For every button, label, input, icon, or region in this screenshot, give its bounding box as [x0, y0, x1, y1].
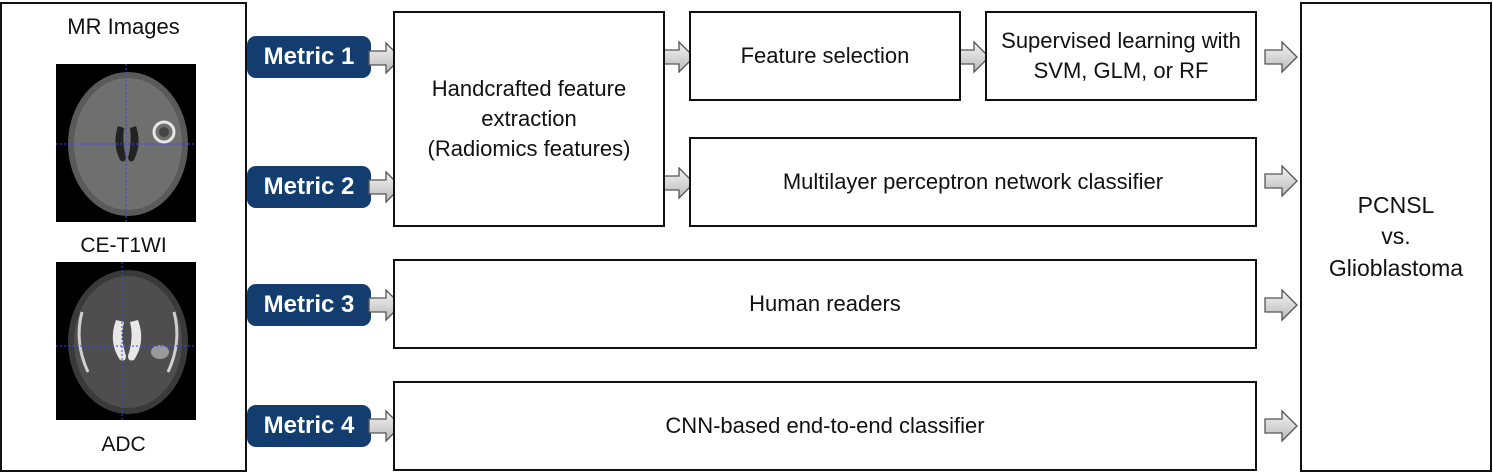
feature-selection-box: Feature selection — [689, 11, 961, 101]
arrow-mlp-to-output — [1264, 164, 1298, 198]
arrow-cnn-to-output — [1264, 409, 1298, 443]
metric-1-label: Metric 1 — [247, 36, 371, 78]
metric-4-label: Metric 4 — [247, 405, 371, 447]
output-box: PCNSL vs. Glioblastoma — [1300, 2, 1492, 472]
adc-image — [56, 262, 196, 420]
supervised-learning-box: Supervised learning with SVM, GLM, or RF — [985, 11, 1257, 101]
arrow-human-to-output — [1264, 288, 1298, 322]
mlp-classifier-box: Multilayer perceptron network classifier — [689, 137, 1257, 227]
human-readers-box: Human readers — [393, 259, 1257, 349]
ce-t1wi-image — [56, 64, 196, 222]
ce-t1wi-caption: CE-T1WI — [80, 234, 167, 257]
mr-images-title: MR Images — [67, 14, 180, 39]
arrow-supervised-to-output — [1264, 40, 1298, 74]
cnn-classifier-box: CNN-based end-to-end classifier — [393, 381, 1257, 471]
handcrafted-feature-extraction-box: Handcrafted feature extraction (Radiomic… — [393, 11, 665, 227]
adc-caption: ADC — [101, 433, 146, 456]
metric-3-label: Metric 3 — [247, 284, 371, 326]
metric-2-label: Metric 2 — [247, 166, 371, 208]
